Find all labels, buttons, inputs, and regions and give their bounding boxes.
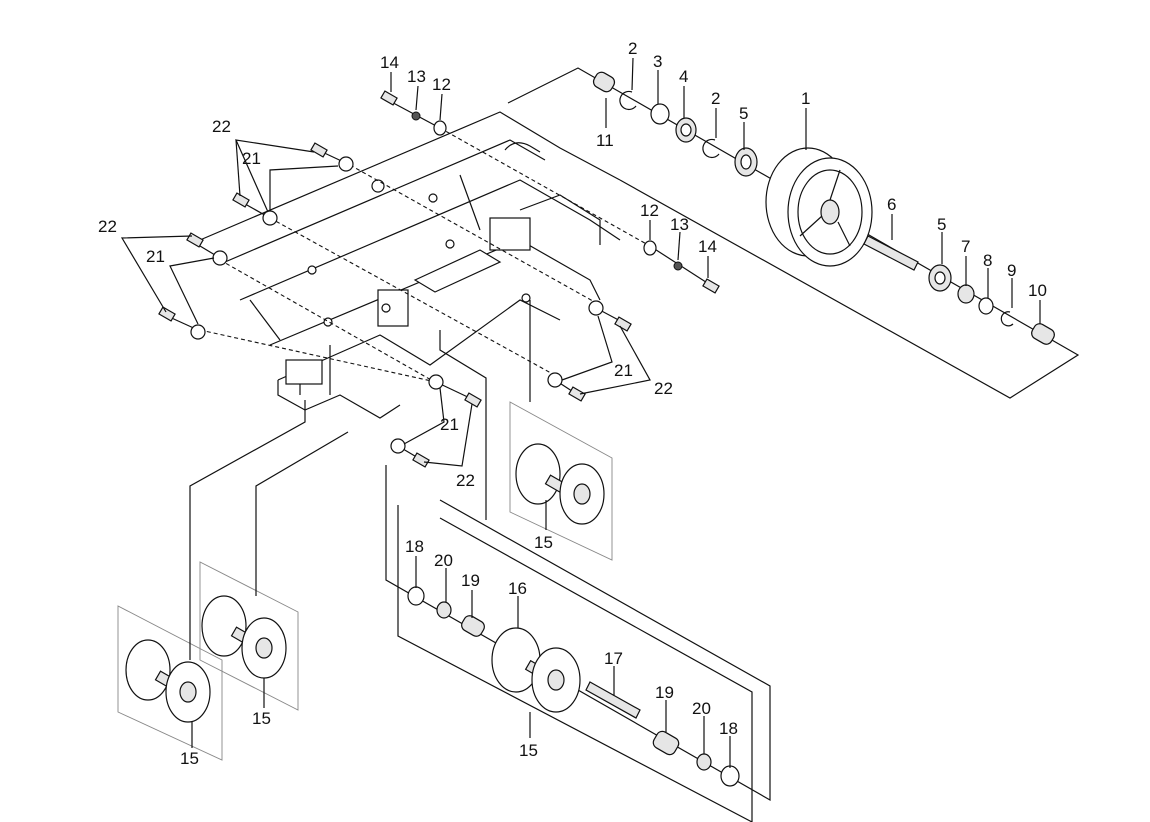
callout-21d: 21 bbox=[440, 415, 459, 434]
callout-15c: 15 bbox=[252, 709, 271, 728]
lower-roller-frame bbox=[385, 465, 771, 822]
callout-22b: 22 bbox=[98, 217, 117, 236]
callout-1: 1 bbox=[801, 89, 810, 108]
callout-19a: 19 bbox=[461, 571, 480, 590]
callout-2a: 2 bbox=[628, 39, 637, 58]
callout-22a: 22 bbox=[212, 117, 231, 136]
callout-20a: 20 bbox=[434, 551, 453, 570]
callout-5b: 5 bbox=[937, 215, 946, 234]
track-rollers bbox=[125, 443, 605, 723]
roller-leaders bbox=[189, 300, 531, 660]
callout-21b: 21 bbox=[146, 247, 165, 266]
callout-18a: 18 bbox=[405, 537, 424, 556]
callout-leaders bbox=[120, 57, 1041, 768]
callout-19b: 19 bbox=[655, 683, 674, 702]
callout-12a: 12 bbox=[432, 75, 451, 94]
callout-22c: 22 bbox=[654, 379, 673, 398]
idler-assembly-frame bbox=[507, 67, 1080, 399]
callout-16: 16 bbox=[508, 579, 527, 598]
callout-2b: 2 bbox=[711, 89, 720, 108]
callout-14b: 14 bbox=[698, 237, 717, 256]
callout-15b: 15 bbox=[519, 741, 538, 760]
callout-21c: 21 bbox=[614, 361, 633, 380]
callout-17: 17 bbox=[604, 649, 623, 668]
callout-3: 3 bbox=[653, 52, 662, 71]
idler-parts bbox=[592, 71, 1055, 345]
callout-6: 6 bbox=[887, 195, 896, 214]
callout-22d: 22 bbox=[456, 471, 475, 490]
callout-8: 8 bbox=[983, 251, 992, 270]
callout-7: 7 bbox=[961, 237, 970, 256]
callout-10: 10 bbox=[1028, 281, 1047, 300]
lower-roller-parts bbox=[407, 586, 740, 787]
callout-20b: 20 bbox=[692, 699, 711, 718]
dashed-lines bbox=[199, 127, 651, 386]
callout-21a: 21 bbox=[242, 149, 261, 168]
callout-labels: 14 13 12 2 3 4 2 5 1 11 22 21 22 21 12 1… bbox=[98, 39, 1047, 768]
callout-13a: 13 bbox=[407, 67, 426, 86]
callout-13b: 13 bbox=[670, 215, 689, 234]
callout-14a: 14 bbox=[380, 53, 399, 72]
callout-11: 11 bbox=[596, 131, 614, 150]
callout-4: 4 bbox=[679, 67, 688, 86]
track-frame bbox=[199, 111, 621, 419]
callout-18b: 18 bbox=[719, 719, 738, 738]
upper-roller-panels bbox=[117, 401, 613, 761]
callout-15d: 15 bbox=[180, 749, 199, 768]
callout-12b: 12 bbox=[640, 201, 659, 220]
callout-5a: 5 bbox=[739, 104, 748, 123]
callout-9: 9 bbox=[1007, 261, 1016, 280]
callout-15a: 15 bbox=[534, 533, 553, 552]
